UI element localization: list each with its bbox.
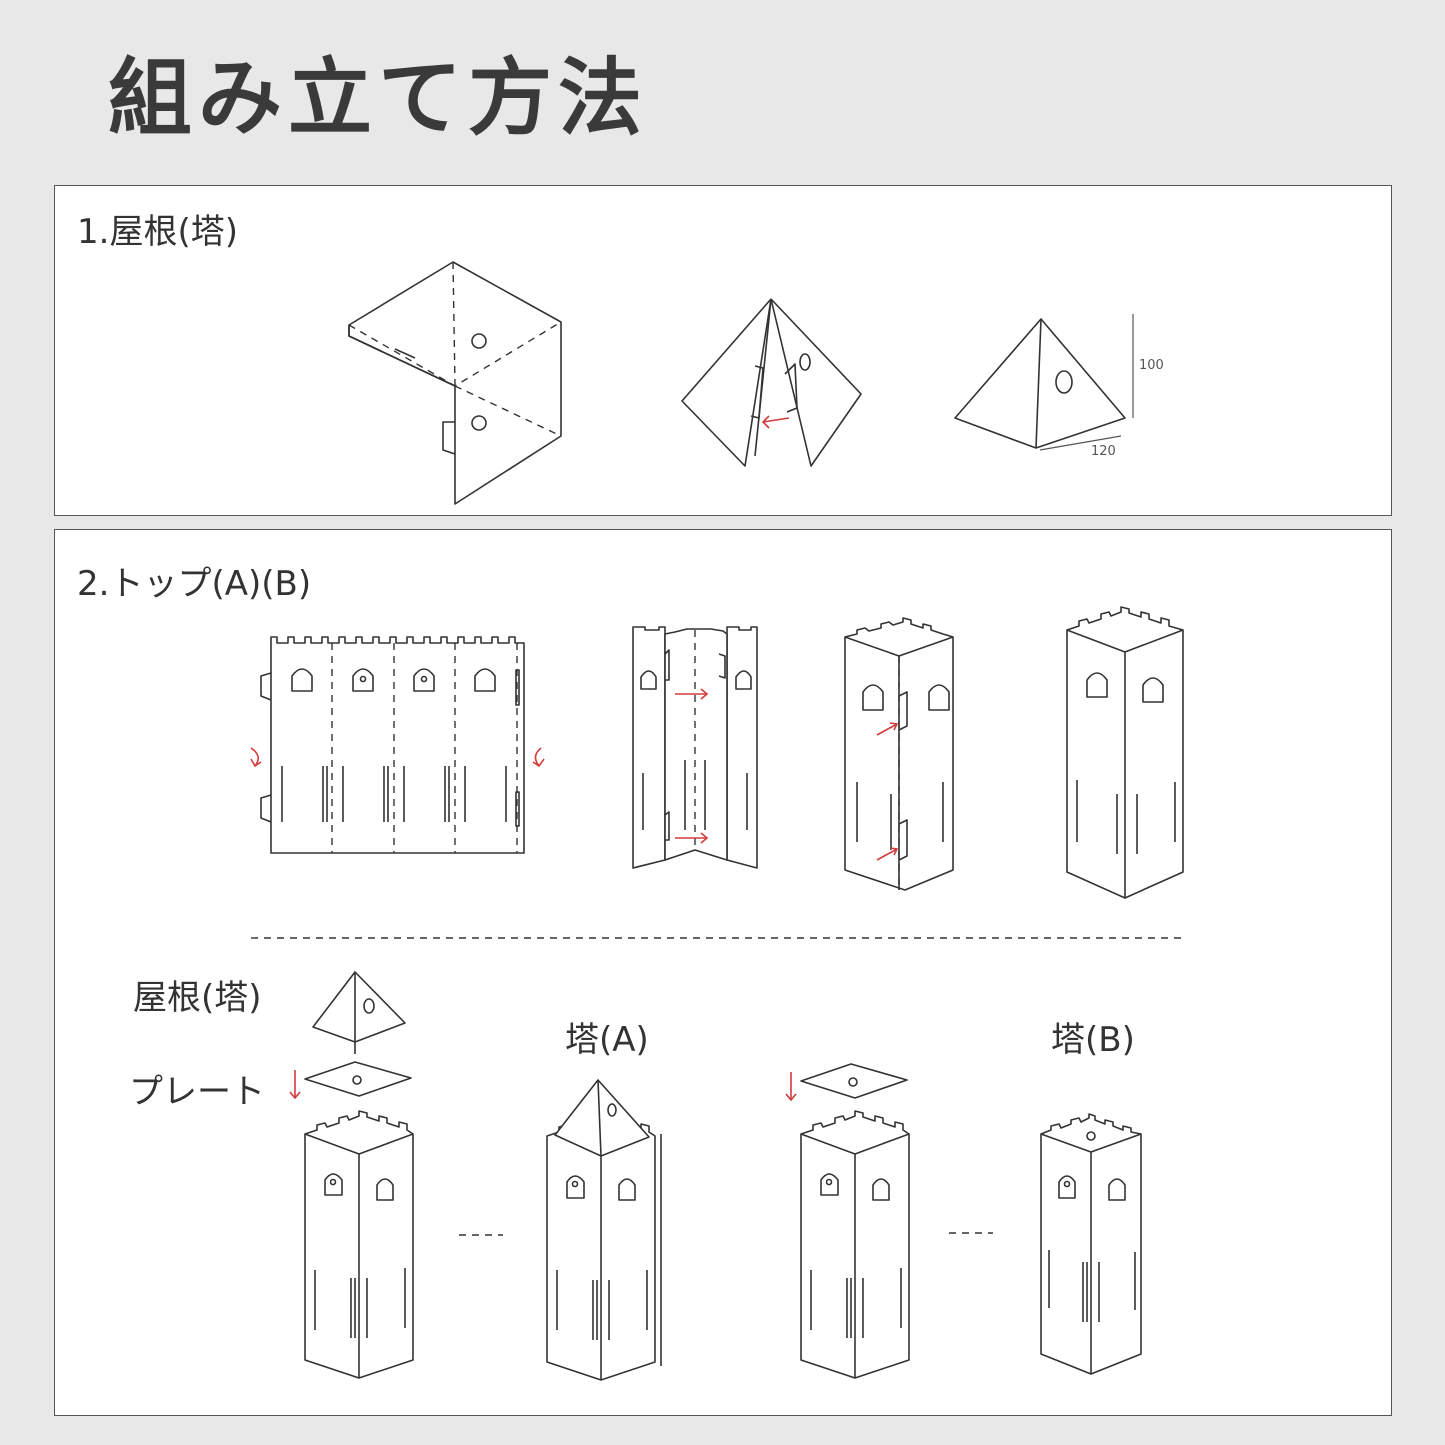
roof-assembly-panel: 1.屋根(塔) xyxy=(54,185,1392,516)
label-plate: プレート xyxy=(129,1072,265,1112)
top-assembly-diagram xyxy=(250,606,1185,1381)
dimension-width: 120 xyxy=(1091,444,1116,459)
dimension-height: 100 xyxy=(1139,358,1164,373)
tower-rolling-illustration xyxy=(632,626,758,869)
tower-b-before-illustration xyxy=(800,1110,910,1379)
tower-closing-illustration xyxy=(844,617,954,891)
roof-unfolded-illustration xyxy=(348,261,562,505)
top-assembly-panel: 2.トップ(A)(B) 屋根(塔) プレート 塔(A) 塔(B) xyxy=(54,529,1392,1416)
plate-b-illustration xyxy=(785,1063,908,1102)
tower-a-before-illustration xyxy=(304,1110,414,1379)
tower-b-completed-illustration xyxy=(1040,1113,1142,1375)
section-heading-top: 2.トップ(A)(B) xyxy=(77,564,312,604)
roof-assembly-diagram: 100 120 xyxy=(348,261,1164,505)
label-tower-b: 塔(B) xyxy=(1051,1020,1135,1060)
plate-a-illustration xyxy=(289,1061,412,1100)
roof-finished-illustration: 100 120 xyxy=(954,314,1164,459)
small-roof-illustration xyxy=(312,971,406,1054)
page-title: 組み立て方法 xyxy=(108,49,649,147)
label-tower-a: 塔(A) xyxy=(565,1020,649,1060)
section-heading-roof: 1.屋根(塔) xyxy=(77,212,238,252)
roof-folding-illustration xyxy=(681,298,862,467)
tower-assembled-illustration xyxy=(1066,606,1184,899)
label-roof: 屋根(塔) xyxy=(133,978,262,1018)
tower-a-completed-illustration xyxy=(546,1079,662,1381)
tower-sheet-unfolded-illustration xyxy=(250,636,545,854)
